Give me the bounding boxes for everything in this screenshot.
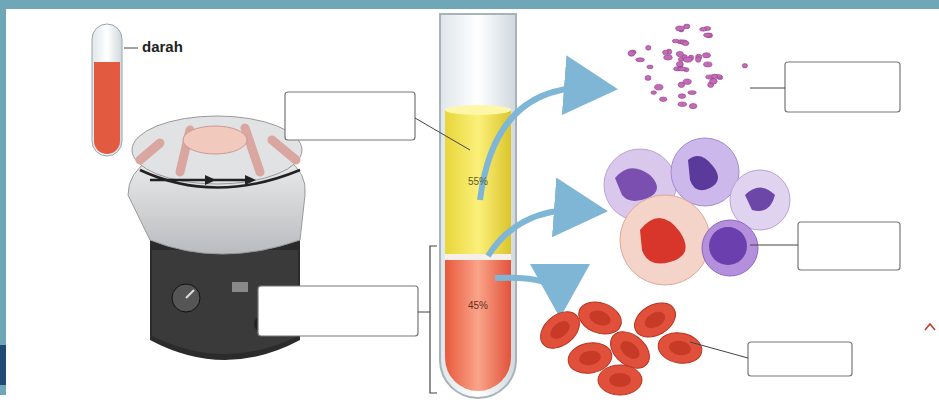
blood-label: darah [142, 38, 183, 55]
platelet [704, 62, 713, 67]
platelet [678, 102, 687, 106]
platelet [660, 97, 667, 101]
platelet [645, 75, 651, 80]
platelet [682, 41, 689, 46]
platelet [646, 45, 651, 50]
platelet [684, 57, 693, 62]
platelet [628, 51, 635, 57]
platelet [703, 53, 711, 58]
platelet [651, 91, 657, 95]
percent-label: 45% [468, 300, 488, 311]
platelet [663, 50, 669, 54]
red-blood-cell [656, 329, 705, 366]
platelet [742, 63, 747, 67]
platelet [676, 26, 685, 31]
percent-label: 55% [468, 176, 488, 187]
platelet [683, 79, 691, 84]
platelet [712, 74, 718, 78]
platelet [664, 55, 673, 60]
platelet [676, 62, 683, 67]
platelet [636, 58, 645, 62]
platelet [689, 104, 697, 109]
platelet [672, 39, 679, 43]
platelet [655, 84, 663, 90]
platelet [678, 94, 685, 99]
platelet [678, 67, 687, 71]
platelet [710, 79, 718, 84]
platelet [688, 91, 696, 95]
platelet [704, 33, 712, 37]
platelet [696, 57, 701, 63]
platelet [647, 65, 653, 69]
platelet [676, 51, 683, 56]
red-blood-cell [598, 365, 642, 395]
platelet [700, 27, 707, 31]
